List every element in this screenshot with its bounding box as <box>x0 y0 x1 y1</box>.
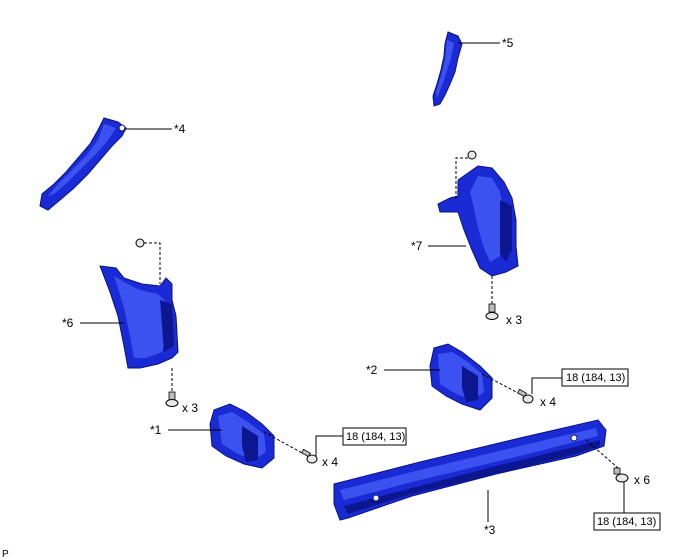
callout-4: *4 <box>174 122 186 136</box>
qty-clip-left: x 3 <box>182 401 198 415</box>
callout-7: *7 <box>411 239 423 253</box>
torque-box-1 <box>342 427 407 446</box>
callout-2: *2 <box>366 363 378 377</box>
callout-1: *1 <box>150 423 162 437</box>
qty-bolt-1: x 4 <box>322 455 338 469</box>
part-5-retainer <box>432 31 463 107</box>
torque-box-3 <box>593 512 661 531</box>
qty-bolt-2: x 4 <box>540 395 556 409</box>
qty-clip-right: x 3 <box>506 313 522 327</box>
part-2-bracket <box>429 343 493 411</box>
callout-6: *6 <box>62 316 74 330</box>
clip-icon <box>165 368 179 407</box>
torque-spec-2: 18 (184, 13) <box>566 372 625 384</box>
qty-bolt-3: x 6 <box>634 473 650 487</box>
bolt-icon <box>516 388 534 404</box>
clip-icon <box>135 238 145 248</box>
figure-code: P <box>2 549 9 560</box>
torque-spec-1: 18 (184, 13) <box>346 431 405 443</box>
part-6-liner <box>99 265 179 369</box>
part-4-retainer <box>39 117 127 211</box>
torque-box-2 <box>561 368 629 387</box>
bolt-icon <box>300 448 318 464</box>
clip-icon <box>485 276 499 320</box>
part-1-bracket <box>209 403 275 469</box>
part-3-reinforcement <box>333 419 607 521</box>
callout-5: *5 <box>502 36 514 50</box>
clip-icon <box>467 150 477 160</box>
part-7-liner <box>437 165 519 277</box>
bolt-icon <box>613 467 629 483</box>
torque-spec-3: 18 (184, 13) <box>597 516 656 528</box>
callout-3: *3 <box>484 523 496 537</box>
